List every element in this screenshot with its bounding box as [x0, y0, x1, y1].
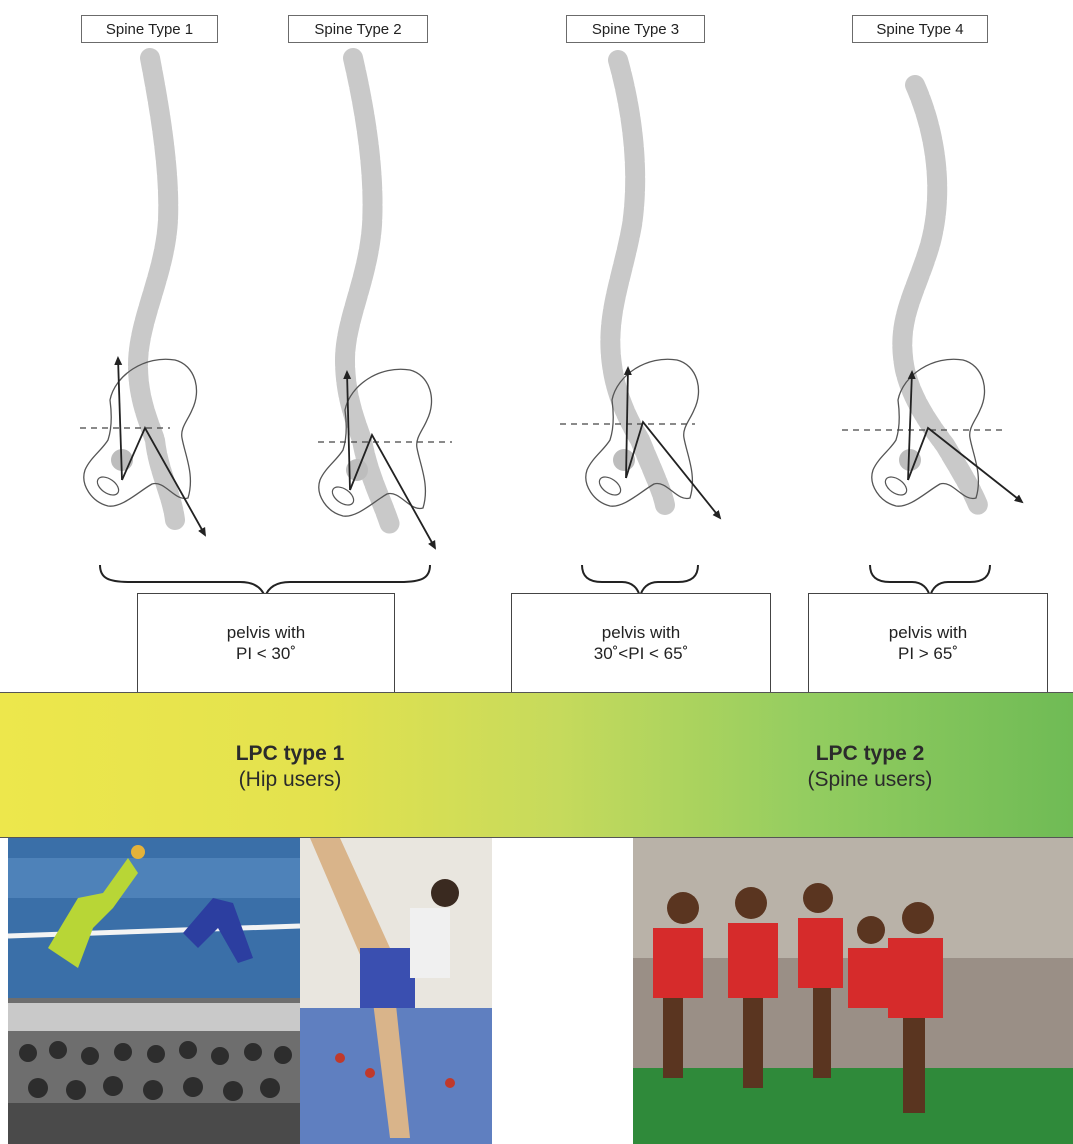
lpc-type-2: LPC type 2 (Spine users): [760, 741, 980, 793]
pelvis-box-mid-pi-line1: pelvis with: [602, 622, 680, 643]
lpc-type-2-subtitle: (Spine users): [760, 767, 980, 793]
spine-4: [842, 85, 1022, 506]
lpc-type-1-title: LPC type 1: [190, 741, 390, 767]
pelvis-box-low-pi-line1: pelvis with: [227, 622, 305, 643]
pelvis-box-mid-pi-line2: 30˚<PI < 65˚: [594, 643, 689, 664]
pelvis-box-high-pi: pelvis with PI > 65˚: [808, 593, 1048, 693]
sepak-takraw-photo: [8, 838, 300, 1144]
spine-1: [80, 58, 205, 535]
spine-3: [560, 60, 720, 518]
pelvis-box-high-pi-line2: PI > 65˚: [898, 643, 958, 664]
pelvis-box-high-pi-line1: pelvis with: [889, 622, 967, 643]
spine-2: [318, 58, 452, 548]
martial-arts-kick-photo: [300, 838, 492, 1144]
lpc-type-1: LPC type 1 (Hip users): [190, 741, 390, 793]
lpc-type-1-subtitle: (Hip users): [190, 767, 390, 793]
pelvis-box-low-pi-line2: PI < 30˚: [236, 643, 296, 664]
sprinters-photo: [633, 838, 1073, 1144]
pelvis-box-mid-pi: pelvis with 30˚<PI < 65˚: [511, 593, 771, 693]
pelvis-box-low-pi: pelvis with PI < 30˚: [137, 593, 395, 693]
lpc-type-2-title: LPC type 2: [760, 741, 980, 767]
lpc-band: LPC type 1 (Hip users) LPC type 2 (Spine…: [0, 692, 1073, 838]
